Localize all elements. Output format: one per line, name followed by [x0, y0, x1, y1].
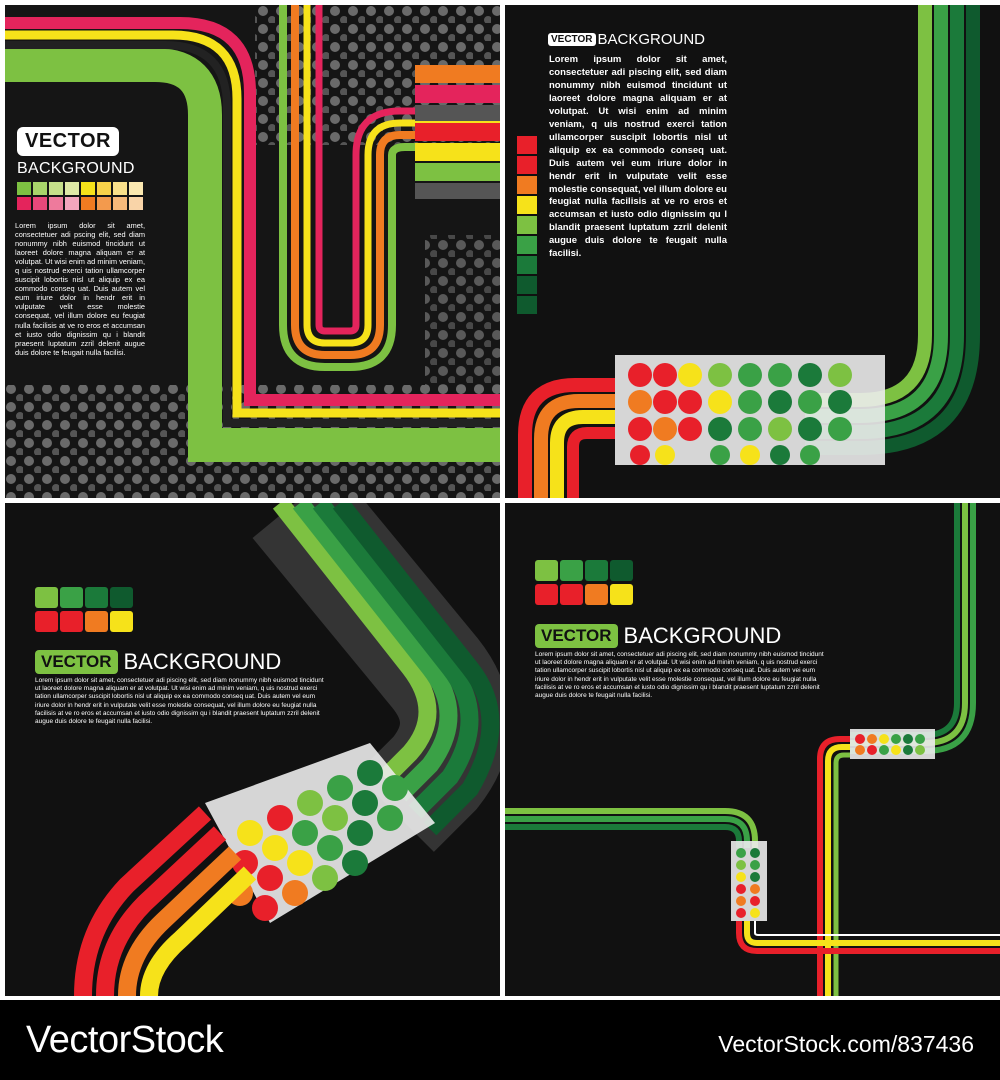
background-title: BACKGROUND: [17, 160, 135, 177]
dot-pattern: [855, 734, 925, 755]
vector-badge: VECTOR: [35, 650, 118, 674]
color-swatches: [535, 560, 633, 608]
background-title: BACKGROUND: [623, 623, 782, 648]
body-text: Lorem ipsum dolor sit amet, consectetuer…: [35, 677, 324, 726]
body-text: Lorem ipsum dolor sit amet, consectetuer…: [549, 54, 727, 260]
vector-badge: VECTOR: [548, 33, 596, 46]
image-id: VectorStock.com/837436: [718, 1031, 974, 1057]
pipe-illustration: [505, 5, 1000, 498]
footer-bar: VectorStock VectorStock.com/837436: [0, 1000, 1000, 1080]
background-title: BACKGROUND: [597, 31, 706, 48]
brand-logo: VectorStock: [26, 1019, 224, 1061]
background-title: BACKGROUND: [123, 649, 282, 674]
color-swatches: [517, 136, 537, 316]
dot-pattern: [628, 363, 852, 465]
vector-badge: VECTOR: [535, 624, 618, 648]
vector-badge: VECTOR: [17, 127, 119, 156]
color-swatches: [35, 587, 133, 635]
color-swatches: [17, 182, 147, 212]
body-text: Lorem ipsum dolor sit amet, consectetuer…: [15, 221, 145, 357]
pipe-illustration: [505, 503, 1000, 996]
title-line: VECTOR BACKGROUND: [535, 623, 781, 649]
panel-bottom-right: VECTOR BACKGROUND Lorem ipsum dolor sit …: [505, 503, 1000, 996]
panel-top-left: VECTOR BACKGROUND Lorem ipsum dolor sit …: [5, 5, 500, 498]
title-block: VECTOR BACKGROUND: [17, 127, 147, 178]
dot-pattern: [736, 848, 760, 918]
stripes-illustration: [5, 5, 500, 498]
panel-bottom-left: VECTOR BACKGROUND Lorem ipsum dolor sit …: [5, 503, 500, 996]
pipe-illustration: [5, 503, 500, 996]
body-text: Lorem ipsum dolor sit amet, consectetuer…: [535, 651, 824, 700]
panel-top-right: VECTOR BACKGROUND Lorem ipsum dolor sit …: [505, 5, 1000, 498]
title-line: VECTOR BACKGROUND: [35, 649, 281, 675]
title-line: VECTOR BACKGROUND: [548, 31, 705, 48]
